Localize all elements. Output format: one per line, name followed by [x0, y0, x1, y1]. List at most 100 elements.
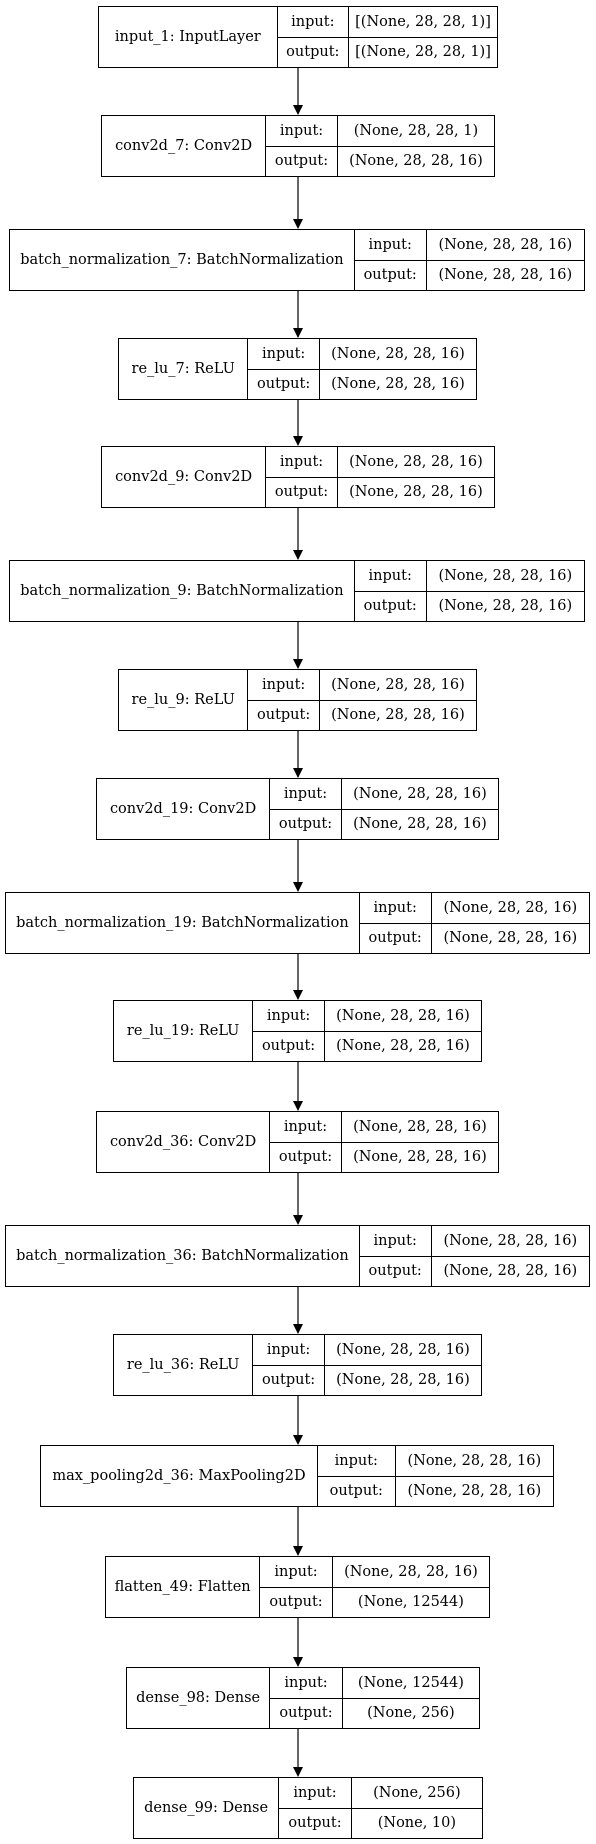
io-label-column: input: output: [248, 670, 320, 730]
output-label: output: [363, 267, 417, 284]
layer-name: input_1: InputLayer [99, 7, 278, 67]
output-shape: (None, 12544) [357, 1594, 464, 1611]
output-label: output: [288, 1815, 342, 1832]
layer-node-batch-normalization-7: batch_normalization_7: BatchNormalizatio… [9, 229, 585, 291]
io-value-column: (None, 28, 28, 16) (None, 28, 28, 16) [431, 893, 589, 953]
input-label: input: [270, 1112, 341, 1143]
input-shape: (None, 28, 28, 16) [324, 1001, 481, 1032]
output-shape: (None, 28, 28, 16) [336, 1038, 470, 1055]
output-shape: (None, 28, 28, 16) [331, 707, 465, 724]
io-label-column: input:output: [354, 561, 427, 621]
output-label: output: [274, 484, 329, 501]
input-label: input: [266, 116, 337, 147]
output-label: output: [368, 1263, 422, 1280]
io-value-column: (None, 28, 28, 16) (None, 28, 28, 16) [341, 1112, 498, 1172]
io-value-column: (None, 28, 28, 16) (None, 28, 28, 16) [426, 230, 584, 290]
output-label: output: [278, 816, 333, 833]
input-shape: (None, 28, 28, 16) [337, 447, 494, 478]
output-label: output: [286, 44, 340, 61]
io-label-column: input:output: [359, 1226, 432, 1286]
input-shape: (None, 28, 28, 16) [341, 1112, 498, 1143]
input-shape: (None, 256) [351, 1778, 482, 1809]
input-shape: (None, 12544) [342, 1668, 479, 1699]
input-label: input: [270, 1668, 342, 1699]
layer-node-batch-normalization-36: batch_normalization_36: BatchNormalizati… [5, 1225, 590, 1287]
output-shape: (None, 28, 28, 16) [443, 930, 578, 947]
io-value-column: (None, 28, 28, 1)(None, 28, 28, 16) [337, 116, 494, 176]
input-shape: (None, 28, 28, 16) [426, 230, 584, 261]
io-label-column: input:output: [270, 1668, 343, 1728]
io-label-column: input:output: [248, 339, 320, 399]
layer-name: re_lu_19: ReLU [114, 1001, 254, 1061]
io-value-column: [(None, 28, 28, 1)][(None, 28, 28, 1)] [349, 7, 497, 67]
io-label-column: input:output: [253, 1335, 325, 1395]
input-label: input: [260, 1557, 332, 1588]
output-label: output: [257, 376, 311, 393]
layer-name: batch_normalization_36: BatchNormalizati… [6, 1226, 360, 1286]
input-label: input: [266, 447, 337, 478]
layer-name: max_pooling2d_36: MaxPooling2D [41, 1446, 318, 1506]
input-shape: (None, 28, 28, 16) [332, 1557, 489, 1588]
layer-name: re_lu_7: ReLU [119, 339, 249, 399]
input-label: input: [253, 1001, 324, 1032]
input-label: input: [354, 230, 426, 261]
input-label: input: [248, 670, 319, 701]
output-label: output: [274, 153, 329, 170]
output-shape: (None, 256) [367, 1705, 455, 1722]
output-shape: (None, 10) [377, 1815, 457, 1832]
output-shape: (None, 28, 28, 16) [336, 1372, 470, 1389]
input-shape: [(None, 28, 28, 1)] [349, 7, 497, 38]
input-label: input: [270, 779, 341, 810]
io-value-column: (None, 28, 28, 16)(None, 28, 28, 16) [395, 1446, 553, 1506]
io-label-column: input:output: [253, 1001, 325, 1061]
output-label: output: [257, 707, 311, 724]
input-shape: (None, 28, 28, 16) [431, 893, 589, 924]
output-label: output: [368, 930, 422, 947]
input-shape: (None, 28, 28, 16) [395, 1446, 553, 1477]
output-label: output: [269, 1594, 323, 1611]
io-value-column: (None, 28, 28, 16) (None, 28, 28, 16) [319, 670, 477, 730]
io-label-column: input: output: [266, 447, 338, 507]
input-shape: (None, 28, 28, 16) [319, 670, 477, 701]
io-label-column: input:output: [359, 893, 432, 953]
layer-node-batch-normalization-19: batch_normalization_19: BatchNormalizati… [5, 892, 590, 954]
input-label: input: [277, 7, 348, 38]
input-label: input: [317, 1446, 395, 1477]
layer-name: batch_normalization_19: BatchNormalizati… [6, 893, 360, 953]
layer-name: batch_normalization_9: BatchNormalizatio… [10, 561, 355, 621]
layer-name: conv2d_36: Conv2D [97, 1112, 271, 1172]
io-label-column: input: output: [277, 7, 349, 67]
input-shape: (None, 28, 28, 16) [426, 561, 584, 592]
io-label-column: input: output: [266, 116, 338, 176]
output-shape: (None, 28, 28, 16) [353, 1149, 487, 1166]
input-shape: (None, 28, 28, 16) [341, 779, 498, 810]
output-shape: (None, 28, 28, 16) [438, 598, 573, 615]
input-shape: (None, 28, 28, 16) [319, 339, 477, 370]
layer-name: re_lu_36: ReLU [114, 1335, 254, 1395]
io-label-column: input: output: [270, 779, 342, 839]
layer-name: dense_99: Dense [134, 1778, 280, 1838]
io-value-column: (None, 28, 28, 16) (None, 28, 28, 16) [426, 561, 584, 621]
io-label-column: input:output: [270, 1112, 342, 1172]
io-value-column: (None, 28, 28, 16)(None, 28, 28, 16) [324, 1335, 481, 1395]
io-value-column: (None, 12544) (None, 256) [342, 1668, 479, 1728]
output-shape: (None, 28, 28, 16) [438, 267, 573, 284]
layer-name: conv2d_19: Conv2D [97, 779, 271, 839]
io-value-column: (None, 28, 28, 16) (None, 28, 28, 16) [324, 1001, 481, 1061]
io-value-column: (None, 28, 28, 16)(None, 28, 28, 16) [431, 1226, 589, 1286]
io-label-column: input:output: [317, 1446, 396, 1506]
layer-name: flatten_49: Flatten [106, 1557, 261, 1617]
